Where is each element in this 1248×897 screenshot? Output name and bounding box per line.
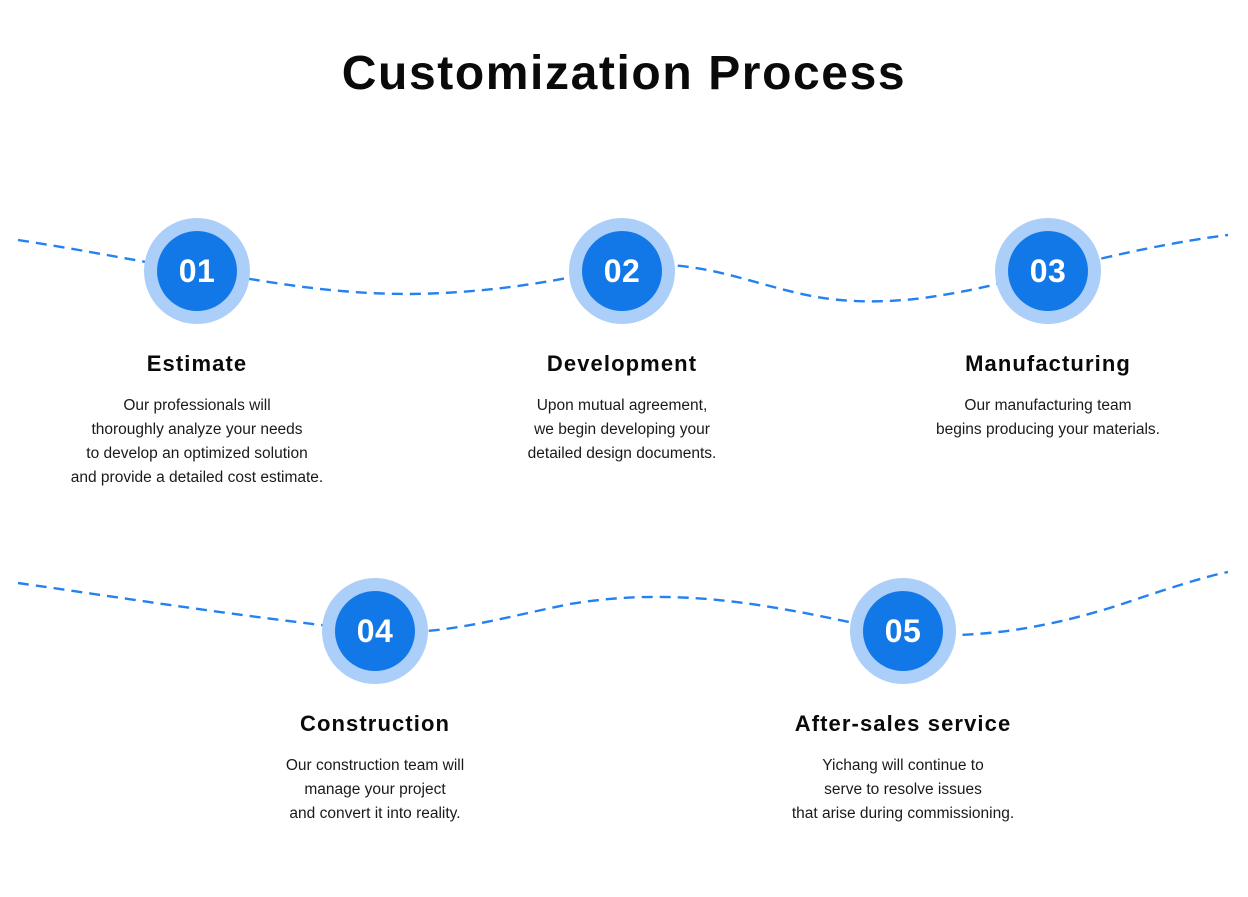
step-disc-01: 01 bbox=[157, 231, 237, 311]
step-description-01: Our professionals will thoroughly analyz… bbox=[70, 397, 324, 486]
step-description-02: Upon mutual agreement, we begin developi… bbox=[527, 397, 717, 462]
step-item-02[interactable]: 02 Development Upon mutual agreement, we… bbox=[442, 218, 802, 466]
step-title-02: Development bbox=[546, 351, 698, 376]
step-description-04: Our construction team will manage your p… bbox=[285, 757, 465, 822]
step-number-label: 01 bbox=[178, 253, 216, 289]
step-number-label: 04 bbox=[356, 613, 394, 649]
step-circle-04[interactable]: 04 bbox=[195, 578, 555, 686]
step-title-05: After-sales service bbox=[794, 711, 1012, 736]
step-title-04: Construction bbox=[299, 711, 451, 736]
step-disc-03: 03 bbox=[1008, 231, 1088, 311]
step-circle-01[interactable]: 01 bbox=[17, 218, 377, 326]
step-circle-02[interactable]: 02 bbox=[442, 218, 802, 326]
step-circle-05[interactable]: 05 bbox=[723, 578, 1083, 686]
step-description-03: Our manufacturing team begins producing … bbox=[935, 397, 1160, 438]
step-disc-05: 05 bbox=[863, 591, 943, 671]
page-title: Customization Process bbox=[341, 47, 907, 100]
step-description-05: Yichang will continue to serve to resolv… bbox=[791, 757, 1015, 822]
step-title-01: Estimate bbox=[146, 351, 248, 376]
step-circle-03[interactable]: 03 bbox=[868, 218, 1228, 326]
step-item-01[interactable]: 01 Estimate Our professionals will thoro… bbox=[17, 218, 377, 490]
step-number-label: 05 bbox=[884, 613, 922, 649]
step-number-label: 03 bbox=[1029, 253, 1067, 289]
step-item-05[interactable]: 05 After-sales service Yichang will cont… bbox=[723, 578, 1083, 826]
step-disc-04: 04 bbox=[335, 591, 415, 671]
step-item-04[interactable]: 04 Construction Our construction team wi… bbox=[195, 578, 555, 826]
step-title-03: Manufacturing bbox=[965, 351, 1131, 376]
step-number-label: 02 bbox=[603, 253, 641, 289]
step-disc-02: 02 bbox=[582, 231, 662, 311]
step-item-03[interactable]: 03 Manufacturing Our manufacturing team … bbox=[868, 218, 1228, 442]
